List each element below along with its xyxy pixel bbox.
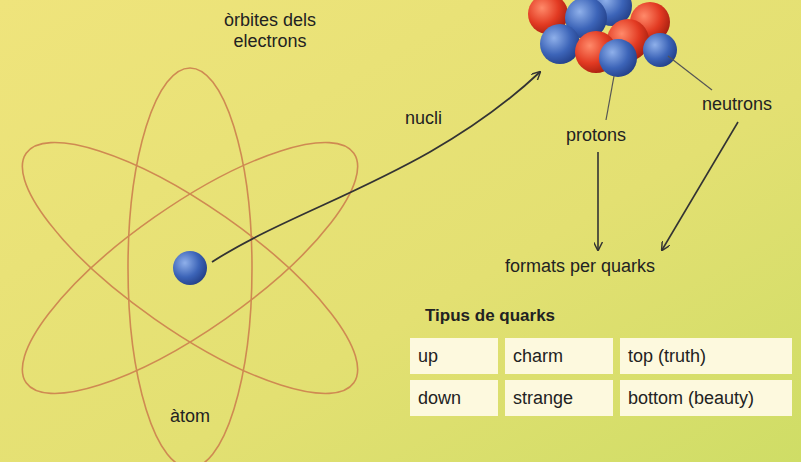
note-label: formats per quarks xyxy=(505,256,655,277)
table-cell: strange xyxy=(505,380,613,416)
table-cell: top (truth) xyxy=(620,338,792,374)
table-cell: charm xyxy=(505,338,613,374)
atom-nucleus xyxy=(173,251,207,285)
figure-label: àtom xyxy=(150,406,230,427)
electron-orbits xyxy=(0,68,389,462)
nucleus-cluster xyxy=(528,0,677,77)
orbit-label: òrbites dels electrons xyxy=(205,10,335,51)
table-heading: Tipus de quarks xyxy=(425,306,555,326)
leader-lines xyxy=(606,56,712,120)
table-cell: bottom (beauty) xyxy=(620,380,792,416)
part-label: protons xyxy=(566,125,626,146)
arrow-label: nucli xyxy=(405,108,442,129)
table-cell: down xyxy=(410,380,498,416)
nucleus-arrow xyxy=(212,72,540,262)
table-cell: up xyxy=(410,338,498,374)
part-label: neutrons xyxy=(702,94,772,115)
